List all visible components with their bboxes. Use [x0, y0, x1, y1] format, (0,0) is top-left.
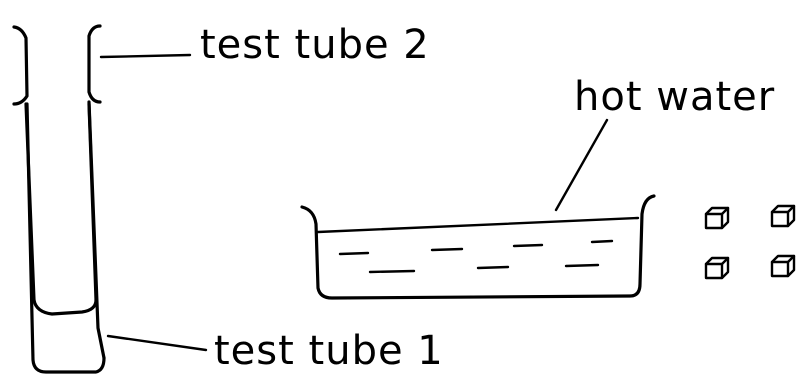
ice-cube-icon — [704, 256, 730, 280]
label-test-tube-2: test tube 2 — [200, 22, 430, 68]
test-tube-2-right-wall — [87, 102, 98, 302]
water-wave-mark — [564, 263, 600, 268]
test-tube-2-bottom — [32, 298, 98, 316]
leader-line-test-tube-2 — [99, 53, 192, 59]
water-wave-mark — [476, 265, 510, 270]
water-bath — [300, 194, 656, 300]
ice-cube-edge — [704, 256, 730, 280]
water-wave-mark — [430, 247, 464, 252]
water-wave-mark — [590, 239, 614, 244]
water-bath-container — [300, 194, 656, 300]
test-tube-1-left-wall — [25, 102, 106, 374]
ice-cube-edge — [770, 204, 796, 228]
water-wave-mark — [338, 251, 370, 256]
leader-line-test-tube-1 — [106, 334, 208, 352]
test-tube-2-left-wall — [24, 102, 36, 302]
test-tube-1-rim-left — [12, 25, 29, 106]
test-tube-1-rim-right — [87, 24, 102, 104]
ice-cubes — [704, 204, 796, 280]
label-hot-water: hot water — [574, 74, 775, 120]
ice-cube-edge — [704, 206, 730, 230]
water-wave-mark — [512, 243, 544, 248]
ice-cube-edge — [770, 254, 796, 278]
ice-cube-icon — [770, 254, 796, 278]
label-test-tube-1: test tube 1 — [214, 328, 444, 374]
water-surface — [316, 216, 640, 234]
ice-cube-icon — [704, 206, 730, 230]
water-wave-mark — [368, 269, 416, 274]
leader-line-hot-water — [554, 118, 609, 212]
test-tube-apparatus — [12, 24, 106, 374]
ice-cube-icon — [770, 204, 796, 228]
